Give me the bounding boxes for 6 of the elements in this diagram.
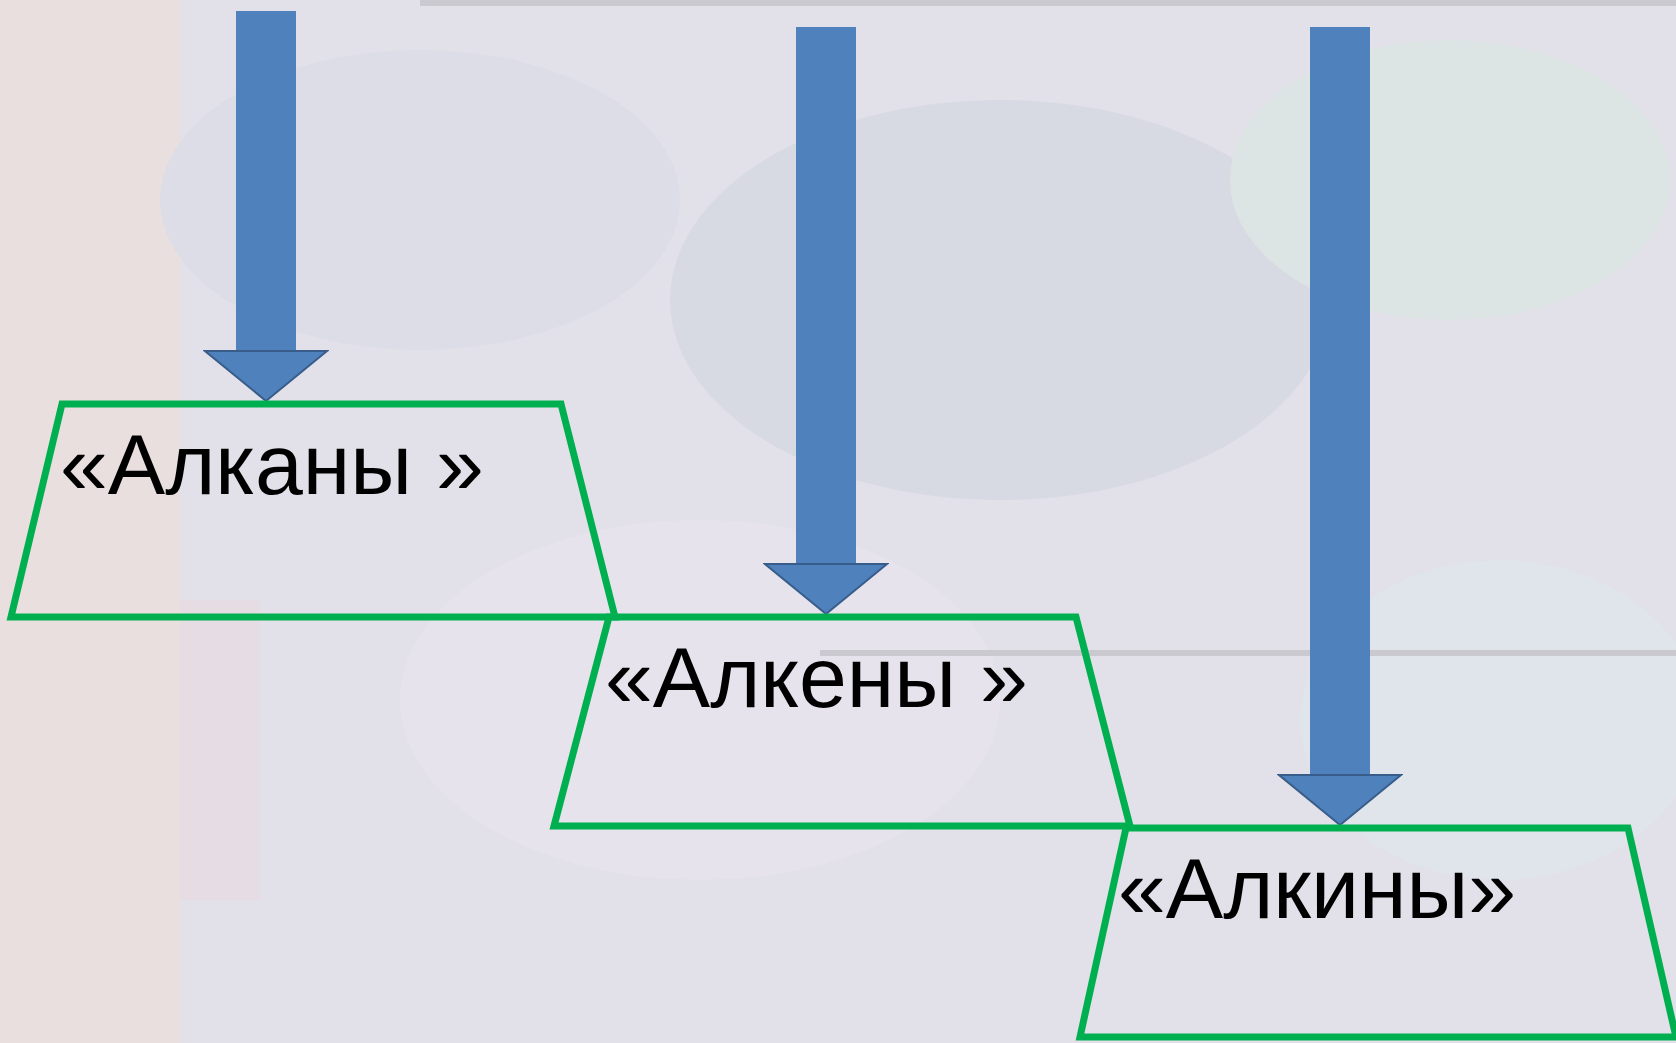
- node-label: «Алкены »: [605, 628, 1029, 727]
- block-arrow: [764, 27, 888, 615]
- block-arrow: [1278, 27, 1402, 826]
- node-label: «Алкины»: [1118, 839, 1518, 938]
- block-arrow: [204, 11, 328, 402]
- node-label: «Алканы »: [60, 415, 485, 514]
